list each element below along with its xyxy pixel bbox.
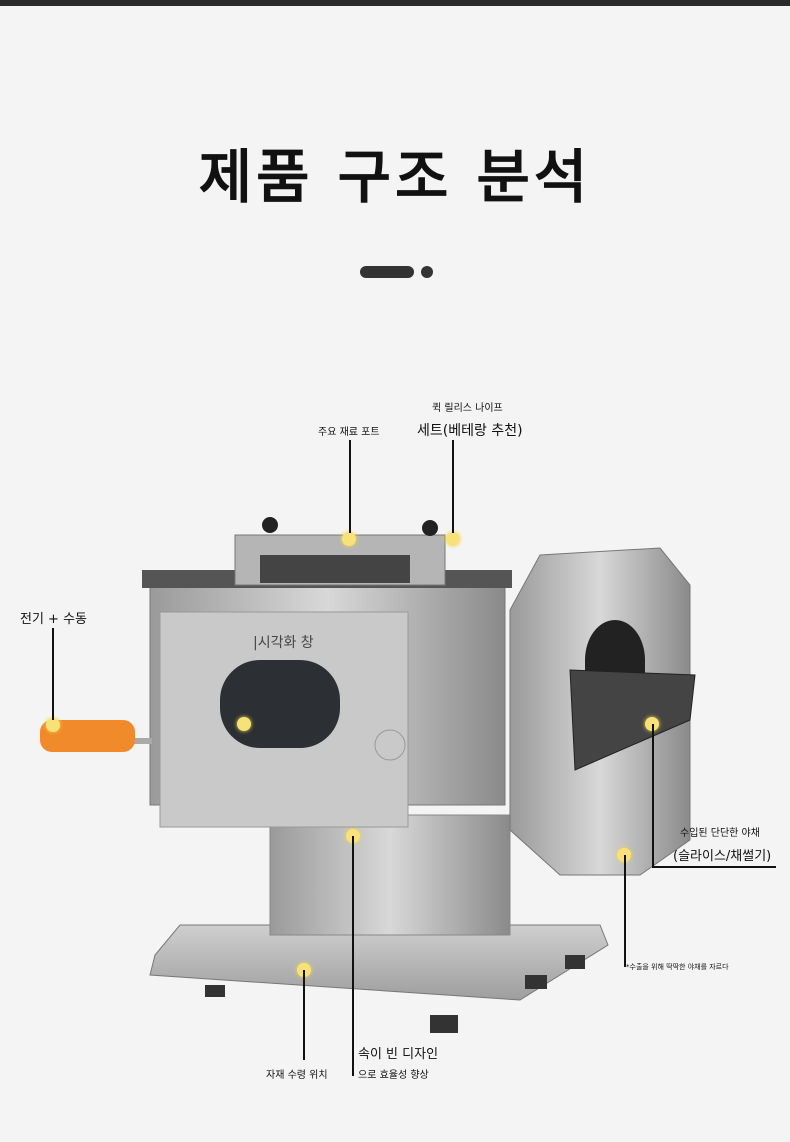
label-knife-2: 세트(베테랑 추천) [417,423,523,439]
top-bar [0,0,790,6]
label-power: 전기 + 수동 [20,612,87,627]
leader-knife [452,440,454,533]
marker-main-port [342,532,356,546]
label-export-note: *수출을 위해 딱딱한 야채를 자르다 [626,963,729,971]
page-title: 제품 구조 분석 [198,143,592,211]
leader-veg [652,724,654,867]
label-veg-2: (슬라이스/채썰기) [673,849,772,864]
leader-main-port [349,440,351,533]
label-hollow-1: 속이 빈 디자인 [358,1047,439,1062]
label-hollow-2: 으로 효율성 향상 [358,1070,429,1081]
marker-window [237,717,251,731]
label-veg-1: 수입된 단단한 야채 [680,828,760,839]
leader-material [303,970,305,1060]
marker-knife [446,532,460,546]
leader-export [624,855,626,967]
leader-hollow [352,836,354,1076]
label-window: |시각화 창 [253,635,314,651]
label-knife-1: 퀵 릴리스 나이프 [432,403,503,414]
divider-dot [421,266,433,278]
marker-power [46,718,60,732]
label-main-port: 주요 재료 포트 [318,427,380,438]
label-material: 자재 수령 위치 [266,1070,328,1081]
leader-power [52,628,54,720]
divider-pill [360,266,414,278]
leader-veg-h [652,866,776,868]
